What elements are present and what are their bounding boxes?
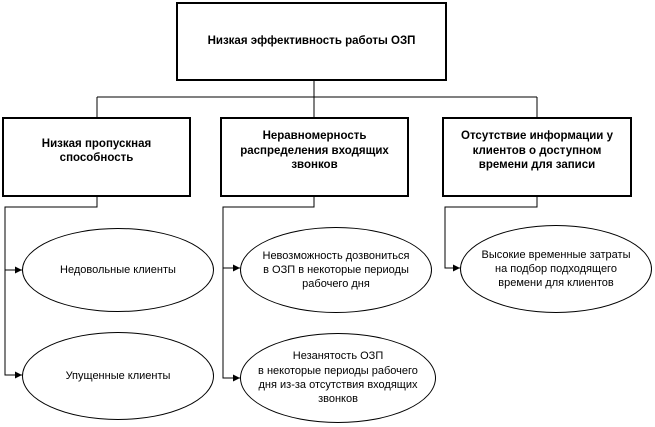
effect-ellipse-lost: Упущенные клиенты: [22, 332, 214, 420]
category-box-throughput: Низкая пропускная способность: [2, 117, 191, 197]
category-label: Неравномерность распределения входящих з…: [240, 130, 389, 172]
root-problem-box: Низкая эффективность работы ОЗП: [176, 2, 447, 81]
effect-label: Упущенные клиенты: [65, 369, 171, 382]
root-problem-label: Низкая эффективность работы ОЗП: [207, 35, 416, 48]
effect-label: Высокие временные затраты на подбор подх…: [481, 248, 631, 290]
category-label: Низкая пропускная способность: [41, 137, 152, 164]
category-label: Отсутствие информации у клиентов о досту…: [461, 130, 613, 172]
effect-ellipse-idle: Незанятость ОЗП в некоторые периоды рабо…: [240, 333, 436, 423]
effect-label: Незанятость ОЗП в некоторые периоды рабо…: [258, 350, 418, 406]
effect-label: Невозможность дозвониться в ОЗП в некото…: [262, 249, 410, 291]
effect-ellipse-unreachable: Невозможность дозвониться в ОЗП в некото…: [240, 227, 432, 313]
effect-ellipse-time-costs: Высокие временные затраты на подбор подх…: [460, 225, 652, 313]
category-box-missing-info: Отсутствие информации у клиентов о досту…: [442, 117, 632, 197]
category-box-call-distribution: Неравномерность распределения входящих з…: [220, 117, 409, 197]
effect-label: Недовольные клиенты: [60, 263, 176, 276]
effect-ellipse-dissatisfied: Недовольные клиенты: [22, 228, 214, 312]
